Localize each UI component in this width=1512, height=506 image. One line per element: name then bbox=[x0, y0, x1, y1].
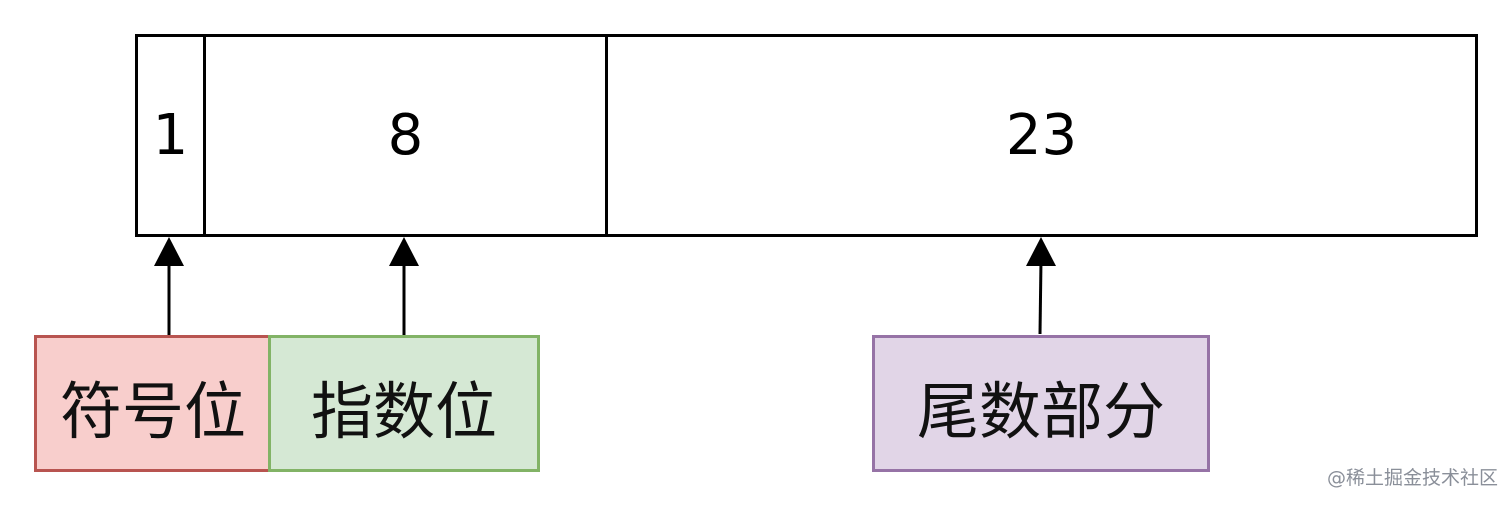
exponent-bits-segment: 8 bbox=[206, 37, 608, 234]
watermark: @稀土掘金技术社区 bbox=[1326, 467, 1498, 489]
sign-bit-segment: 1 bbox=[138, 37, 206, 234]
exponent-bit-count: 8 bbox=[387, 103, 424, 168]
mantissa-bits-segment: 23 bbox=[608, 37, 1475, 234]
mantissa-bit-count: 23 bbox=[1005, 103, 1078, 168]
mantissa-label-text: 尾数部分 bbox=[916, 374, 1165, 448]
mantissa-label: 尾数部分 bbox=[872, 335, 1210, 472]
mantissa-arrow bbox=[1026, 237, 1056, 335]
sign-bit-label: 符号位 bbox=[34, 335, 272, 472]
sign-bit-label-text: 符号位 bbox=[59, 374, 246, 448]
exponent-label-text: 指数位 bbox=[310, 374, 497, 448]
exponent-arrow bbox=[389, 237, 419, 336]
sign-arrow bbox=[154, 237, 184, 336]
float-bit-layout: 1 8 23 bbox=[135, 34, 1478, 237]
exponent-label: 指数位 bbox=[268, 335, 540, 472]
sign-bit-count: 1 bbox=[152, 103, 189, 168]
